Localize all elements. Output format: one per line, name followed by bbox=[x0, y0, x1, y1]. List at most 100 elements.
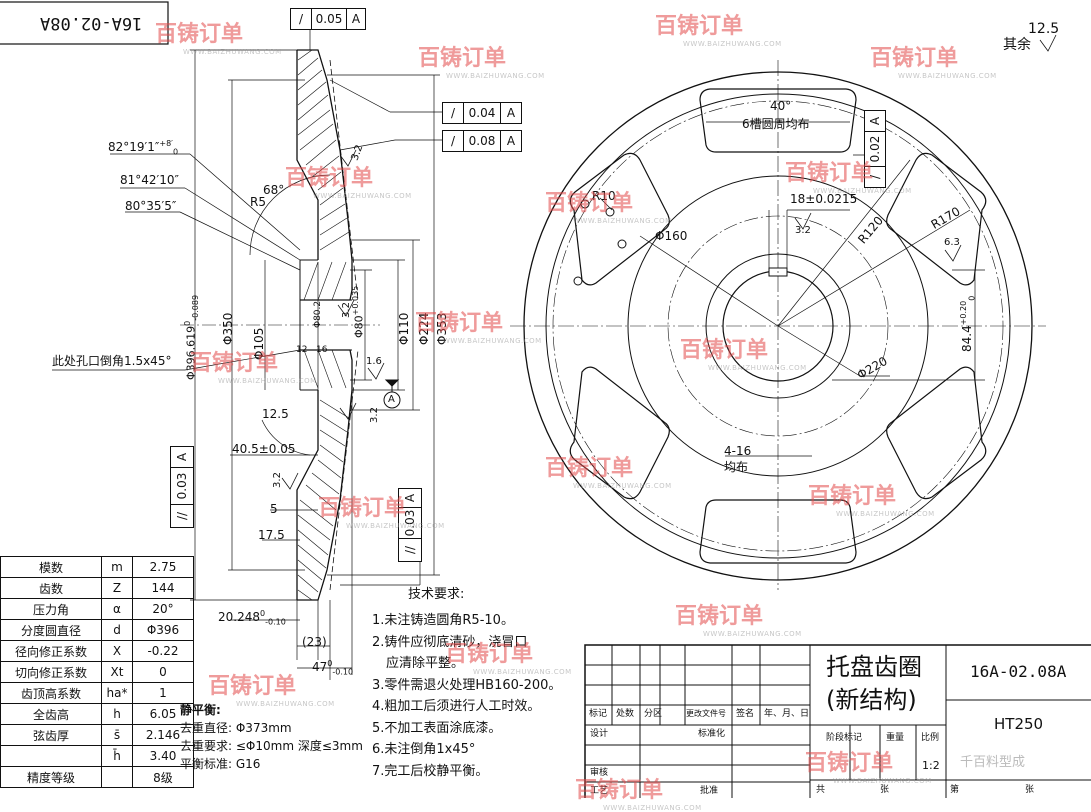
parallelism-icon: // bbox=[399, 538, 421, 561]
gear-param-name: 全齿高 bbox=[0, 703, 102, 725]
gear-param-symbol: s̄ bbox=[101, 724, 133, 746]
length-dimension: 5 bbox=[270, 502, 278, 516]
slot-note: 6槽圆周均布 bbox=[742, 117, 810, 131]
gear-param-symbol: d bbox=[101, 619, 133, 641]
runout-icon: / bbox=[291, 9, 312, 29]
tolerance-value: 0.05 bbox=[312, 9, 347, 29]
title-sheet-unit: 张 bbox=[1025, 785, 1035, 795]
gear-param-symbol: Xt bbox=[101, 661, 133, 683]
roughness-value: 1.6 bbox=[366, 356, 382, 367]
length-dimension: 16 bbox=[316, 345, 328, 355]
tolerance-frame: / 0.05 A bbox=[290, 8, 366, 30]
keyway-dimension: 18±0.0215 bbox=[790, 192, 858, 206]
diameter-dimension: Φ350 bbox=[221, 312, 235, 345]
roughness-value: 6.3 bbox=[944, 237, 960, 248]
tolerance-datum: A bbox=[506, 106, 516, 120]
tolerance-frame: / 0.04 A bbox=[442, 102, 522, 124]
gear-param-value: 2.75 bbox=[132, 556, 194, 578]
tech-req-list: 1.未注铸造圆角R5-10。 2.铸件应彻底清砂，浇冒口 应清除平整。 3.零件… bbox=[372, 610, 561, 782]
title-total: 共 bbox=[816, 785, 826, 795]
tech-req-item: 3.零件需退火处理HB160-200。 bbox=[372, 677, 562, 693]
title-stage: 阶段标记 bbox=[826, 733, 863, 743]
title-sheet-no: 第 bbox=[950, 785, 960, 795]
title-review: 审核 bbox=[590, 768, 609, 778]
diameter-dimension: Φ160 bbox=[655, 229, 688, 243]
title-weight: 重量 bbox=[886, 733, 905, 743]
roughness-value: 3.2 bbox=[795, 225, 811, 236]
length-dimension: 40.5±0.05 bbox=[232, 442, 296, 456]
angle-dimension: 68° bbox=[263, 183, 285, 197]
gear-param-name: 径向修正系数 bbox=[0, 640, 102, 662]
title-row-label: 标记 bbox=[589, 709, 608, 719]
gear-param-name: 切向修正系数 bbox=[0, 661, 102, 683]
tech-req-item: 4.粗加工后须进行人工时效。 bbox=[372, 699, 541, 714]
gear-param-name: 弦齿厚 bbox=[0, 724, 102, 746]
roughness-default-label: 其余 bbox=[1003, 37, 1031, 53]
gear-param-symbol: ha* bbox=[101, 682, 133, 704]
holes-note: 4-16 bbox=[724, 444, 752, 458]
gear-param-value: -0.22 bbox=[132, 640, 194, 662]
gear-param-symbol: Z bbox=[101, 577, 133, 599]
tolerance-value: 0.03 bbox=[171, 467, 193, 504]
tech-req-title: 技术要求: bbox=[408, 587, 465, 602]
tolerance-datum: A bbox=[175, 452, 189, 462]
tolerance-datum: A bbox=[506, 134, 516, 148]
gear-param-symbol: m bbox=[101, 556, 133, 578]
diameter-dimension: Φ110 bbox=[397, 312, 411, 345]
title-ratio: 比例 bbox=[921, 733, 940, 743]
roughness-value: 3.2 bbox=[340, 302, 352, 318]
title-row-label: 年、月、日 bbox=[764, 709, 810, 719]
drawing-number: 16A-02.08A bbox=[970, 662, 1067, 681]
gear-param-symbol: X bbox=[101, 640, 133, 662]
title-row-label: 更改文件号 bbox=[686, 709, 726, 718]
tech-req-item: 7.完工后校静平衡。 bbox=[372, 763, 489, 779]
roughness-value: 3.2 bbox=[271, 472, 283, 488]
title-row-label: 处数 bbox=[616, 709, 635, 719]
gear-param-value: 2.146 bbox=[132, 724, 194, 746]
length-dimension: 20.2480-0.10 bbox=[218, 609, 286, 627]
diameter-dimension: Φ80.2 bbox=[313, 300, 323, 328]
angle-dimension: 80°35′5″ bbox=[125, 199, 177, 213]
angle-dimension: 40° bbox=[770, 99, 792, 113]
gear-param-value: 20° bbox=[132, 598, 194, 620]
part-name: 托盘齿圈 bbox=[826, 653, 922, 681]
title-approve: 批准 bbox=[700, 786, 719, 796]
mirrored-drawing-number: 16A-02.08A bbox=[40, 13, 143, 33]
tolerance-frame-vertical: // 0.03 A bbox=[170, 446, 194, 528]
title-scale: 1:2 bbox=[922, 759, 940, 772]
gear-param-value: 8级 bbox=[132, 766, 194, 788]
gear-param-value: 3.40 bbox=[132, 745, 194, 767]
length-dimension: 17.5 bbox=[258, 528, 285, 542]
gear-param-value: 0 bbox=[132, 661, 194, 683]
tolerance-datum: A bbox=[351, 12, 361, 26]
roughness-value: 3.2 bbox=[368, 407, 380, 423]
tolerance-frame-vertical: / 0.02 A bbox=[864, 110, 886, 188]
balance-title: 静平衡: bbox=[180, 703, 221, 717]
radius-dimension: R5 bbox=[250, 195, 266, 209]
balance-line: 去重直径: Φ373mm bbox=[180, 721, 292, 735]
angle-dimension: 82°19′1″+8′0 bbox=[108, 139, 179, 157]
balance-line: 去重要求: ≤Φ10mm 深度≤3mm bbox=[180, 739, 363, 753]
